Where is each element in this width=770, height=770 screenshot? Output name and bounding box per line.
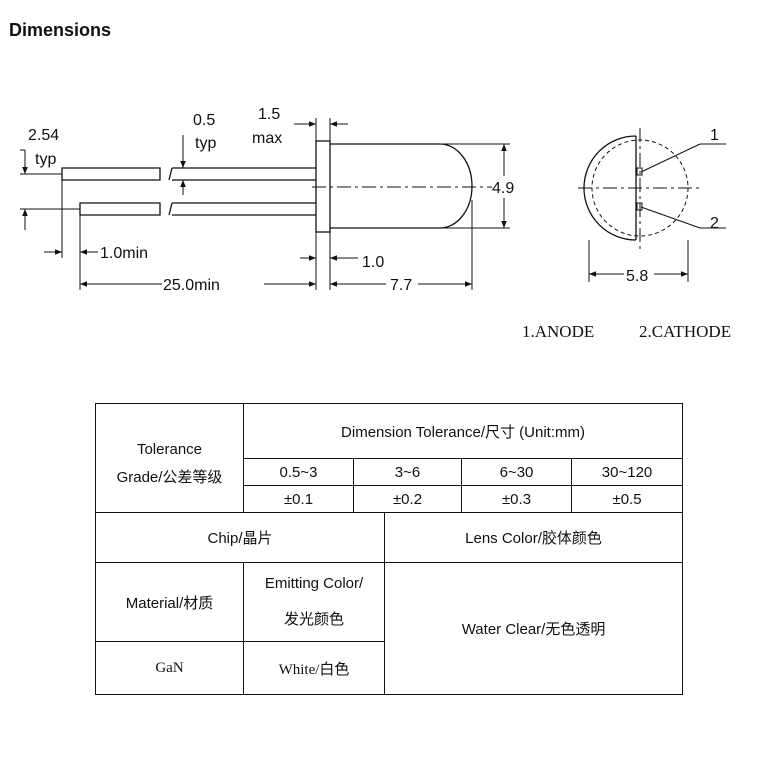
dimension-tolerance-header: Dimension Tolerance/尺寸 (Unit:mm) — [242, 403, 684, 459]
pitch-note: typ — [35, 151, 56, 168]
led-dome — [330, 143, 473, 229]
lens-color-value: Water Clear/无色透明 — [383, 562, 684, 695]
lead-min-value: 1.0min — [100, 245, 148, 262]
emitting-color-value: White/白色 — [243, 641, 385, 695]
tolerance-cell: ±0.1 — [243, 485, 354, 513]
range-cell: 3~6 — [353, 458, 462, 486]
lead-length-value: 25.0min — [163, 277, 220, 294]
emitting-color-label: Emitting Color/ 发光颜色 — [243, 562, 385, 642]
body-length-value: 7.7 — [390, 277, 412, 294]
led-end-view — [578, 128, 726, 282]
chip-header: Chip/晶片 — [95, 512, 385, 563]
body-dia-dimension — [440, 143, 510, 229]
range-cell: 30~120 — [570, 458, 684, 486]
material-value: GaN — [95, 641, 244, 695]
lead-width-value: 0.5 — [193, 112, 215, 129]
lead-upper-left — [61, 167, 161, 181]
led-dimension-drawing: 2.54 typ 0.5 typ 1.5 max 1.0min 25.0min … — [20, 106, 731, 341]
body-dia-value: 4.9 — [492, 180, 514, 197]
spec-table: Tolerance Grade/公差等级 Dimension Tolerance… — [95, 403, 684, 695]
lead-length-dimension — [80, 232, 317, 290]
pin-legend-anode: 1.ANODE — [522, 322, 594, 341]
pitch-dimension — [20, 149, 80, 230]
tolerance-cell: ±0.5 — [570, 485, 684, 513]
flange-note: max — [252, 130, 282, 147]
tolerance-cell: ±0.3 — [461, 485, 572, 513]
pin-legend-cathode: 2.CATHODE — [639, 322, 731, 341]
pin-2-label: 2 — [710, 215, 719, 232]
lens-color-header: Lens Color/胶体颜色 — [383, 512, 684, 563]
range-cell: 6~30 — [461, 458, 572, 486]
tolerance-grade-label: Tolerance Grade/公差等级 — [95, 403, 244, 513]
standoff-dimension — [300, 232, 358, 290]
lead-width-note: typ — [195, 135, 216, 152]
section-title: Dimensions — [9, 20, 112, 40]
pin-2-square — [636, 202, 643, 211]
standoff-value: 1.0 — [362, 254, 384, 271]
emitting-label-line1: Emitting Color/ — [264, 575, 364, 592]
lead-min-dimension — [44, 180, 98, 290]
flange-value: 1.5 — [258, 106, 280, 123]
lead-lower-left — [79, 202, 161, 216]
pitch-value: 2.54 — [28, 127, 59, 144]
led-side-view — [61, 140, 473, 233]
emitting-label-line2: 发光颜色 — [283, 611, 344, 628]
material-label: Material/材质 — [95, 562, 244, 642]
range-cell: 0.5~3 — [243, 458, 354, 486]
tolerance-cell: ±0.2 — [353, 485, 462, 513]
flange-dia-value: 5.8 — [626, 268, 648, 285]
pin-1-label: 1 — [710, 127, 719, 144]
tolerance-label-line1: Tolerance — [136, 440, 203, 458]
tolerance-label-line2: Grade/公差等级 — [116, 468, 223, 486]
flange-dimension — [294, 118, 348, 141]
body-length-dimension — [330, 200, 473, 290]
